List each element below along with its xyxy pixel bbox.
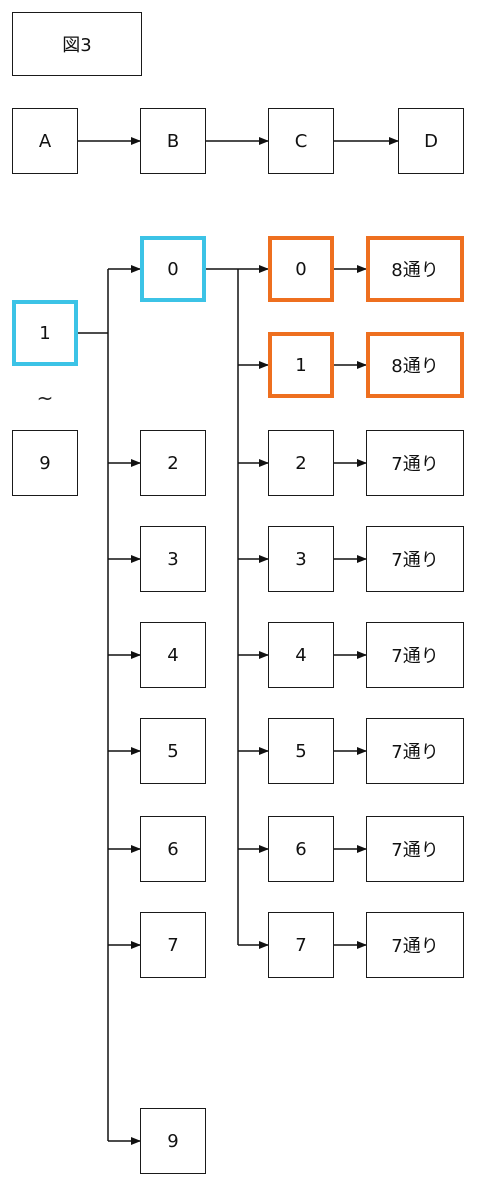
third-digit-node: 1: [268, 332, 334, 398]
count-node: 7通り: [366, 816, 464, 882]
count-node: 7通り: [366, 718, 464, 784]
second-digit-node: 7: [140, 912, 206, 978]
first-digit-from: 1: [12, 300, 78, 366]
third-digit-node: 4: [268, 622, 334, 688]
figure-title: 図3: [12, 12, 142, 76]
second-digit-node: 0: [140, 236, 206, 302]
count-node: 7通り: [366, 430, 464, 496]
header-node-d: D: [398, 108, 464, 174]
second-digit-node: 6: [140, 816, 206, 882]
header-node-c: C: [268, 108, 334, 174]
second-digit-node: 9: [140, 1108, 206, 1174]
second-digit-node: 3: [140, 526, 206, 592]
count-node: 7通り: [366, 912, 464, 978]
second-digit-node: 4: [140, 622, 206, 688]
first-digit-to: 9: [12, 430, 78, 496]
header-node-b: B: [140, 108, 206, 174]
third-digit-node: 6: [268, 816, 334, 882]
third-digit-node: 0: [268, 236, 334, 302]
count-node: 7通り: [366, 526, 464, 592]
second-digit-node: 2: [140, 430, 206, 496]
second-digit-node: 5: [140, 718, 206, 784]
count-node: 7通り: [366, 622, 464, 688]
third-digit-node: 5: [268, 718, 334, 784]
range-mark: ~: [36, 386, 54, 410]
count-node: 8通り: [366, 332, 464, 398]
third-digit-node: 3: [268, 526, 334, 592]
third-digit-node: 7: [268, 912, 334, 978]
count-node: 8通り: [366, 236, 464, 302]
header-node-a: A: [12, 108, 78, 174]
third-digit-node: 2: [268, 430, 334, 496]
